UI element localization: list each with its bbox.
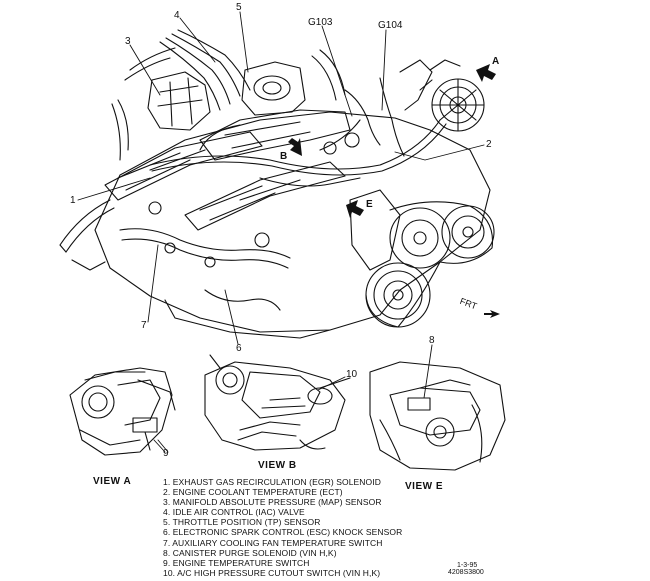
callout-3: 3 [125, 36, 131, 47]
legend-item: 6. ELECTRONIC SPARK CONTROL (ESC) KNOCK … [163, 527, 403, 538]
legend-item: 9. ENGINE TEMPERATURE SWITCH [163, 557, 310, 568]
callout-1: 1 [70, 195, 76, 206]
callout-6: 6 [236, 343, 242, 354]
right-valve-cover [184, 161, 346, 231]
distributor [147, 71, 211, 131]
view-b-drawing [204, 354, 351, 451]
leader-lines [77, 11, 485, 345]
view-b-title: VIEW B [258, 460, 297, 471]
direction-tag-e: E [366, 199, 373, 210]
component-legend: 1. EXHAUST GAS RECIRCULATION (EGR) SOLEN… [163, 477, 402, 578]
legend-item: 5. THROTTLE POSITION (TP) SENSOR [163, 517, 321, 528]
view-a-title: VIEW A [93, 476, 132, 487]
callout-g103: G103 [308, 17, 333, 28]
direction-tag-b: B [280, 151, 288, 162]
callout-2: 2 [486, 139, 492, 150]
left-valve-cover [104, 131, 263, 201]
throttle-body [241, 61, 306, 116]
legend-item: 10. A/C HIGH PRESSURE CUTOUT SWITCH (VIN… [163, 567, 381, 578]
legend-item: 3. MANIFOLD ABSOLUTE PRESSURE (MAP) SENS… [163, 497, 382, 508]
spark-plug-wires [177, 29, 251, 91]
direction-tag-a: A [492, 56, 500, 67]
view-e-arrow-icon [346, 200, 364, 218]
callout-10: 10 [346, 369, 358, 380]
legend-item: 7. AUXILIARY COOLING FAN TEMPERATURE SWI… [163, 537, 383, 548]
view-a-drawing [69, 367, 176, 456]
engine-block [94, 111, 491, 333]
callout-7: 7 [141, 320, 147, 331]
view-b-arrow-icon [288, 138, 302, 156]
water-pump-pulley [389, 207, 451, 269]
view-e-drawing [369, 344, 506, 471]
callout-4: 4 [174, 10, 180, 21]
view-e-title: VIEW E [405, 481, 444, 492]
exhaust-manifold [119, 228, 291, 259]
legend-item: 2. ENGINE COOLANT TEMPERATURE (ECT) [163, 487, 343, 498]
legend-item: 4. IDLE AIR CONTROL (IAC) VALVE [163, 507, 305, 518]
intake-manifold [199, 109, 351, 161]
legend-item: 1. EXHAUST GAS RECIRCULATION (EGR) SOLEN… [163, 477, 381, 487]
wiring-harness [149, 119, 441, 170]
figure-date: 1-3-95 [457, 562, 478, 569]
callout-8: 8 [429, 335, 435, 346]
figure-number: 4208S3800 [448, 569, 484, 576]
callout-9: 9 [163, 448, 169, 459]
oil-pan [164, 299, 331, 339]
callout-g104: G104 [378, 20, 403, 31]
front-arrow-icon [484, 310, 500, 318]
view-a-arrow-icon [476, 64, 496, 82]
legend-item: 8. CANISTER PURGE SOLENOID (VIN H,K) [163, 547, 337, 558]
callout-5: 5 [236, 2, 242, 13]
